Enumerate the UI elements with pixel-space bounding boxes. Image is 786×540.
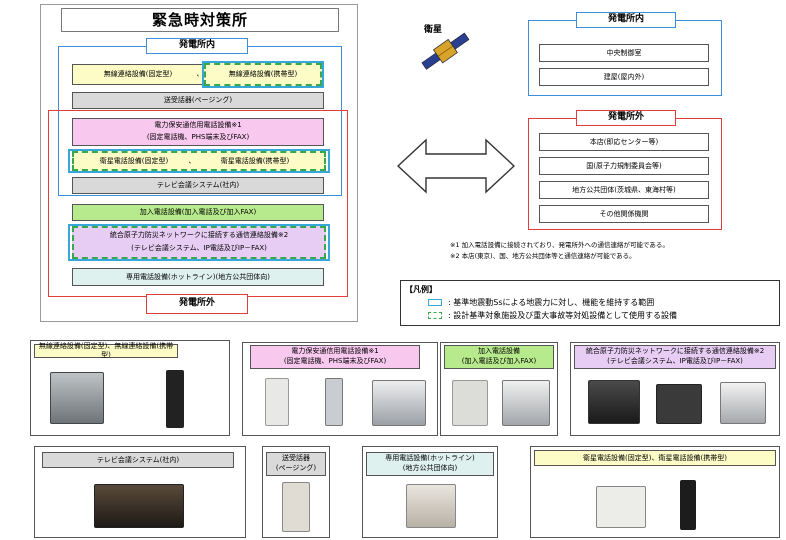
hq-outer-frame	[40, 4, 358, 322]
legend-item-1: : 基準地震動Ssによる地震力に対し、機能を維持する範囲	[448, 298, 655, 307]
wireless-portable-label: 無線連絡設備(携帯型)	[204, 63, 322, 86]
separator-comma: 、	[196, 70, 204, 79]
panel-hotline-caption	[366, 452, 494, 476]
paging-handset-photo	[282, 482, 310, 532]
panel-subscriber-caption-1: 加入電話設備	[478, 347, 520, 356]
head-office-box: 本店(即応センター等)	[539, 133, 709, 151]
wireless-portable-highlight	[202, 61, 324, 88]
satellite-icon	[421, 32, 470, 70]
subscriber-fax-photo	[502, 380, 550, 426]
bidirectional-arrow-icon	[396, 138, 516, 194]
outer-zone-label: 発電所外	[146, 294, 248, 314]
fax-photo	[372, 380, 426, 426]
panel-paging-caption-1: 送受話器	[282, 454, 310, 463]
panel-satellite-phone	[530, 446, 780, 538]
power-security-line1: 電力保安通信用電話設備※1	[154, 121, 242, 130]
hotline-box: 専用電話設備(ホットライン)(地方公共団体向)	[72, 268, 324, 286]
separator-comma-2: 、	[188, 156, 196, 165]
satellite-portable-phone-photo	[680, 480, 696, 530]
satellite-fixed-label: 衛星電話設備(固定型)	[99, 156, 169, 165]
panel-hotline-caption-2: (地方公共団体向)	[402, 464, 458, 473]
government-box: 国(原子力規制委員会等)	[539, 157, 709, 175]
panel-tv-conference	[34, 446, 246, 538]
panel-power-security-caption	[250, 345, 420, 369]
panel-integrated-network-caption-1: 統合原子力防災ネットワークに接続する通信連絡設備※2	[585, 347, 765, 356]
panel-hotline	[362, 446, 498, 538]
panel-power-security-caption-1: 電力保安通信用電話設備※1	[291, 347, 379, 356]
footnote-2: ※2 本店(東京)、国、地方公共団体等と通信連絡が可能である。	[450, 252, 636, 260]
other-organizations-box: その他関係機関	[539, 205, 709, 223]
building-box: 建屋(屋内外)	[539, 68, 709, 86]
satellite-label: 衛星	[423, 25, 442, 36]
phs-handset-photo	[325, 378, 343, 426]
legend-title: 【凡例】	[405, 285, 437, 294]
legend-item-2: : 設計基準対象施設及び重大事故等対処設備として使用する設備	[448, 311, 677, 320]
panel-wireless-caption: 無線連絡設備(固定型)、無線連絡設備(携帯型)	[34, 342, 178, 359]
tv-conference-box: テレビ会議システム(社内)	[72, 177, 324, 194]
panel-wireless	[30, 340, 230, 436]
wireless-portable-photo	[166, 370, 184, 428]
legend-blue-swatch	[428, 299, 442, 306]
integrated-network-line1: 統合原子力防災ネットワークに接続する通信連絡設備※2	[109, 231, 289, 240]
panel-subscriber-caption	[444, 345, 554, 369]
tv-monitor-photo	[94, 484, 184, 528]
integrated-network-box	[72, 226, 326, 259]
hotline-phone-photo	[406, 484, 456, 528]
panel-integrated-network-caption-2: (テレビ会議システム、IP電話及びIP－FAX)	[607, 357, 743, 366]
right-inner-label: 発電所内	[576, 12, 676, 28]
panel-paging-caption	[266, 452, 326, 476]
panel-power-security-caption-2: (固定電話機、PHS端末及びFAX)	[283, 357, 387, 366]
panel-paging-caption-2: (ページング)	[275, 464, 317, 473]
panel-integrated-network	[570, 342, 780, 436]
panel-paging	[262, 446, 330, 538]
panel-subscriber-caption-2: (加入電話及び加入FAX)	[461, 357, 537, 366]
subscriber-phone-box: 加入電話設備(加入電話及び加入FAX)	[72, 204, 324, 221]
satellite-portable-label: 衛星電話設備(携帯型)	[220, 156, 290, 165]
integrated-network-highlight	[68, 224, 330, 261]
panel-hotline-caption-1: 専用電話設備(ホットライン)	[385, 454, 475, 463]
satellite-fixed-phone-photo	[596, 486, 646, 528]
local-government-box: 地方公共団体(茨城県、東海村等)	[539, 181, 709, 199]
power-security-box	[72, 118, 324, 146]
wireless-fixed-photo	[50, 372, 104, 424]
paging-box: 送受話器(ページング)	[72, 92, 324, 109]
right-outer-label: 発電所外	[576, 110, 676, 126]
panel-subscriber	[440, 342, 558, 436]
subscriber-phone-photo	[452, 380, 488, 426]
ip-fax-photo	[720, 382, 766, 424]
hq-title: 緊急時対策所	[61, 8, 339, 32]
power-security-line2: (固定電話機、PHS端末及びFAX)	[146, 133, 250, 142]
panel-power-security	[242, 342, 438, 436]
integrated-network-line2: (テレビ会議システム、IP電話及びIP－FAX)	[131, 244, 267, 253]
panel-integrated-network-caption	[574, 345, 776, 369]
wireless-fixed-label: 無線連絡設備(固定型)	[103, 70, 173, 79]
inner-zone-label: 発電所内	[146, 38, 248, 54]
footnote-1: ※1 加入電話設備に接続されており、発電所外への通信連絡が可能である。	[450, 241, 669, 249]
satellite-phone-highlight	[68, 149, 330, 173]
fixed-phone-photo	[265, 378, 289, 426]
central-control-room-box: 中央制御室	[539, 44, 709, 62]
panel-satellite-phone-caption: 衛星電話設備(固定型)、衛星電話設備(携帯型)	[534, 450, 776, 466]
legend-box	[400, 280, 780, 326]
ip-phone-photo	[656, 384, 702, 424]
panel-tv-conference-caption: テレビ会議システム(社内)	[42, 452, 234, 468]
satellite-phone-row	[72, 151, 326, 171]
tv-conference-terminal-photo	[588, 380, 640, 424]
legend-green-swatch	[428, 312, 442, 319]
